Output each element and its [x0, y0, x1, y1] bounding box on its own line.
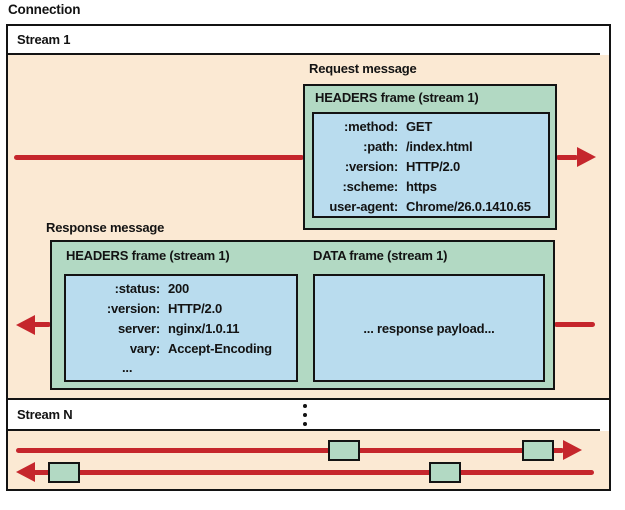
header-field-value: https — [406, 179, 437, 194]
streamN-frame-box — [429, 462, 461, 483]
header-field-row: :path: /index.html — [314, 137, 548, 157]
header-fields-more: ... — [122, 360, 133, 375]
response-frames-group: HEADERS frame (stream 1) :status: 200 :v… — [50, 240, 555, 390]
response-message-label: Response message — [46, 220, 165, 235]
header-field-row: :version: HTTP/2.0 — [66, 299, 296, 319]
streamN-arrow-line-right — [16, 448, 564, 453]
response-payload-text: ... response payload... — [363, 320, 495, 336]
vertical-ellipsis-icon — [303, 404, 307, 426]
header-field-key: :status: — [114, 281, 161, 296]
header-field-key: :version: — [106, 301, 160, 316]
header-field-value: HTTP/2.0 — [168, 301, 223, 316]
header-field-row: user-agent: Chrome/26.0.1410.65 — [314, 197, 548, 217]
header-field-row: :version: HTTP/2.0 — [314, 157, 548, 177]
request-headers-frame: HEADERS frame (stream 1) :method: GET :p… — [303, 84, 557, 230]
stream1-title-bar: Stream 1 — [8, 26, 600, 55]
header-field-value: GET — [406, 119, 433, 134]
header-field-key: user-agent: — [329, 199, 398, 214]
response-headers-frame-title: HEADERS frame (stream 1) — [66, 248, 230, 263]
streamN-label: Stream N — [17, 407, 73, 422]
header-field-value: Accept-Encoding — [168, 341, 272, 356]
header-field-row: :scheme: https — [314, 177, 548, 197]
response-arrowhead-left-icon — [16, 315, 35, 335]
response-arrow-line-left — [33, 322, 51, 327]
connection-label: Connection — [8, 2, 81, 17]
request-arrow-line-right — [556, 155, 578, 160]
header-field-value: /index.html — [406, 139, 473, 154]
request-headers-frame-title: HEADERS frame (stream 1) — [315, 90, 479, 105]
response-data-frame-title: DATA frame (stream 1) — [313, 248, 448, 263]
header-field-value: 200 — [168, 281, 190, 296]
header-field-key: vary: — [129, 341, 160, 356]
streamN-arrow-line-left — [33, 470, 594, 475]
header-field-key: :path: — [363, 139, 398, 154]
header-field-key: :scheme: — [342, 179, 399, 194]
stream1-label: Stream 1 — [17, 32, 71, 47]
header-field-key: :method: — [344, 119, 398, 134]
streamN-frame-box — [522, 440, 554, 461]
response-arrow-line-right — [554, 322, 595, 327]
streamN-arrowhead-left-icon — [16, 462, 35, 482]
request-arrowhead-right-icon — [577, 147, 596, 167]
request-arrow-line-left — [14, 155, 304, 160]
response-headers-fields-box: :status: 200 :version: HTTP/2.0 server: … — [64, 274, 298, 382]
response-data-payload-box: ... response payload... — [313, 274, 545, 382]
header-field-row: server: nginx/1.0.11 — [66, 319, 296, 339]
streamN-frame-box — [328, 440, 360, 461]
header-field-row: :status: 200 — [66, 279, 296, 299]
header-field-value: HTTP/2.0 — [406, 159, 461, 174]
header-field-key: server: — [118, 321, 160, 336]
request-headers-fields-box: :method: GET :path: /index.html :version… — [312, 112, 550, 218]
streamN-arrowhead-right-icon — [563, 440, 582, 460]
header-field-row: :method: GET — [314, 117, 548, 137]
header-field-value: Chrome/26.0.1410.65 — [406, 199, 531, 214]
streamN-content-area — [8, 431, 609, 489]
streamN-frame-box — [48, 462, 80, 483]
request-message-label: Request message — [309, 61, 417, 76]
header-field-value: nginx/1.0.11 — [168, 321, 240, 336]
header-field-key: :version: — [344, 159, 398, 174]
header-field-row: vary: Accept-Encoding — [66, 339, 296, 359]
